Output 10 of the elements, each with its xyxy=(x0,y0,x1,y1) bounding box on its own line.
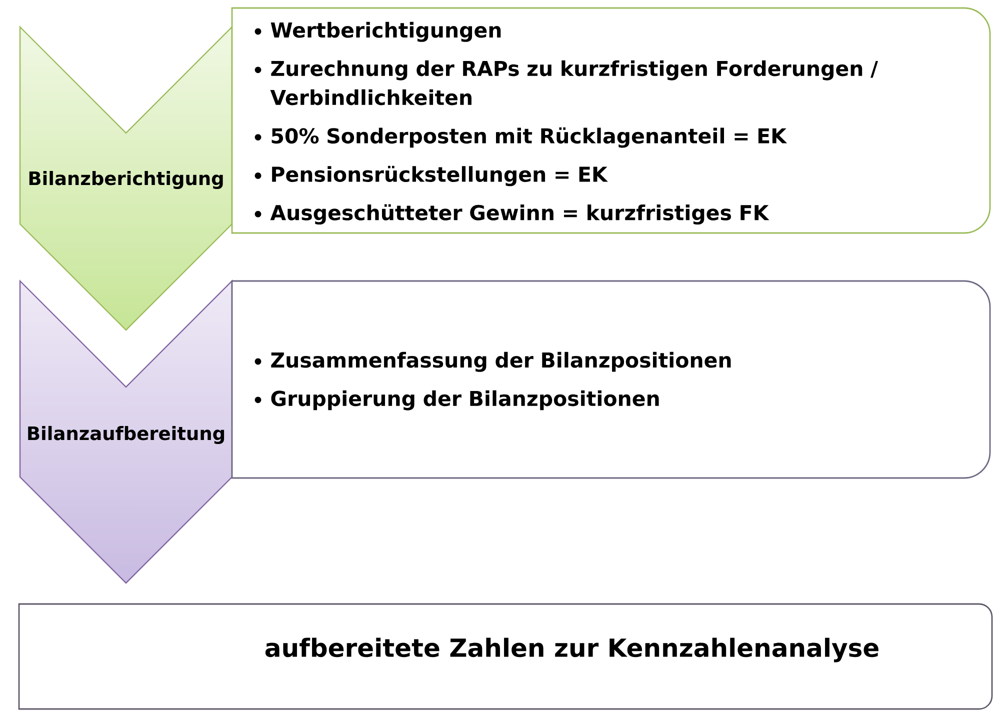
list-item: Wertberichtigungen xyxy=(270,22,501,42)
list-item: Gruppierung der Bilanzpositionen xyxy=(271,390,659,410)
list-item: Zurechnung der RAPs zu kurzfristigen Forderungen / Verbindlichkeiten xyxy=(270,60,878,106)
list-item: Ausgeschütteter Gewinn = kurzfristiges FK xyxy=(270,204,770,225)
list-item: Pensionsrückstellungen = EK xyxy=(272,166,608,186)
list-item: 50% Sonderposten mit Rücklagenanteil = EK xyxy=(272,127,788,148)
list-box xyxy=(231,280,991,479)
list-item: Zusammenfassung der Bilanzpositionen xyxy=(271,352,731,372)
list-box xyxy=(231,7,991,234)
result-box: aufbereitete Zahlen zur Kennzahlenanalyse xyxy=(18,603,993,710)
